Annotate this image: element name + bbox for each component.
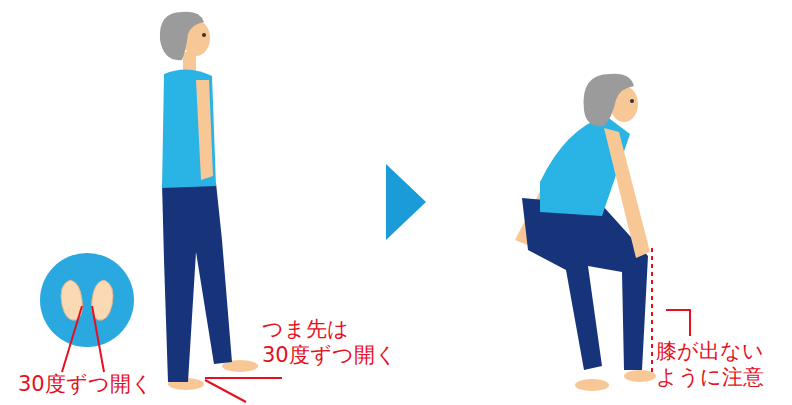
leader-line [92,306,104,372]
squatting-figure [515,74,656,391]
inset-circle [40,253,134,347]
leader-line [62,306,82,372]
hair [584,74,634,126]
angle-line [205,380,246,402]
eye [630,99,634,103]
angle-line [205,377,282,379]
pants [162,183,232,382]
leader-bracket [666,310,690,336]
knee-guide-line [651,248,653,376]
foot [575,379,609,391]
arm [604,128,650,258]
eye [202,33,206,37]
hair [160,12,204,60]
note-label: 30度ずつ開く [18,371,153,397]
arm [196,80,213,180]
feet-inset [40,253,134,347]
next-arrow [386,164,426,240]
tank-top [162,69,216,188]
note-label: 膝が出ない ように注意 [656,338,792,390]
note-label: つま先は 30度ずつ開く [262,316,414,368]
foot [92,280,113,320]
standing-figure [160,12,258,390]
